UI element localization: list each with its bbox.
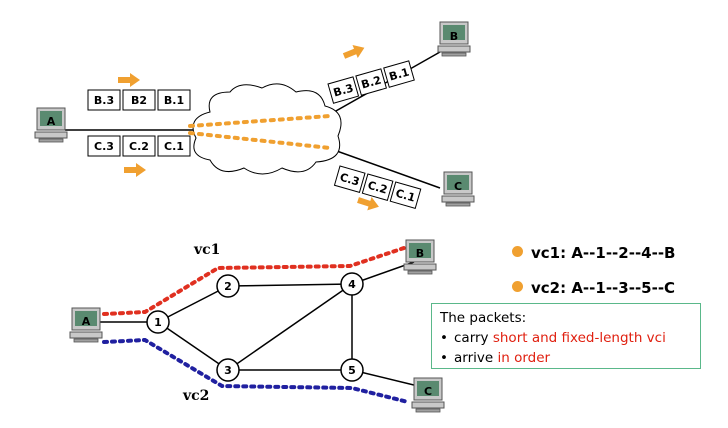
bullet-dot-icon xyxy=(512,281,523,292)
arrow-icon xyxy=(341,41,368,63)
router-2 xyxy=(216,274,240,298)
host-c-label: C xyxy=(454,180,462,193)
link-1-2 xyxy=(157,285,229,323)
info-item-highlight: short and fixed-length vci xyxy=(492,330,666,346)
packet-label: B.3 xyxy=(332,81,355,99)
host-a-label: A xyxy=(47,115,56,128)
packets-info-box: The packets: carry short and fixed-lengt… xyxy=(431,303,701,369)
legend-vc1: vc1: A--1--2--4--B xyxy=(512,244,676,262)
info-item-carry: carry short and fixed-length vci xyxy=(440,328,692,348)
packet-box xyxy=(361,173,394,202)
vc1-path xyxy=(102,246,406,316)
legend-vc1-text: vc1: A--1--2--4--B xyxy=(531,244,676,262)
arrow-icon xyxy=(118,73,140,87)
router-2-label: 2 xyxy=(224,280,232,293)
packet-box xyxy=(327,76,360,104)
router-5 xyxy=(340,358,364,382)
packet-row-b-out: B.3 B.2 B.1 xyxy=(327,60,415,104)
packet-box xyxy=(383,60,415,88)
info-item-arrive: arrive in order xyxy=(440,348,692,368)
bullet-dot-icon xyxy=(512,246,523,257)
host-a-label: A xyxy=(82,315,91,328)
packet-label: B.2 xyxy=(360,73,383,91)
vc-dotted-bottom xyxy=(188,131,332,150)
router-3-label: 3 xyxy=(224,364,232,377)
packet-row-c-out: C.3 C.2 C.1 xyxy=(333,165,422,209)
router-4-label: 4 xyxy=(348,278,356,291)
packet-box xyxy=(157,89,191,111)
router-1 xyxy=(146,310,170,334)
link-cloud-c xyxy=(319,144,441,189)
packet-box xyxy=(333,165,366,194)
packet-label: C.3 xyxy=(338,171,361,189)
packet-box xyxy=(122,135,156,157)
router-5-label: 5 xyxy=(348,364,356,377)
vc1-label: vc1 xyxy=(193,242,220,258)
router-3 xyxy=(216,358,240,382)
packet-box xyxy=(355,68,388,96)
host-b-label: B xyxy=(450,30,458,43)
packet-box xyxy=(389,181,422,209)
packet-label: B.1 xyxy=(164,94,184,107)
vc2-label: vc2 xyxy=(182,388,209,404)
packet-label: B2 xyxy=(131,94,147,107)
link-3-4 xyxy=(227,283,353,371)
packet-label: C.1 xyxy=(164,140,184,153)
info-item-highlight: in order xyxy=(497,350,551,366)
info-item-text: carry xyxy=(454,330,493,346)
packet-label: C.3 xyxy=(94,140,114,153)
router-4 xyxy=(340,272,364,296)
packet-label: C.2 xyxy=(366,179,389,197)
vc-dotted-top xyxy=(188,114,332,128)
packet-box xyxy=(87,89,121,111)
info-heading: The packets: xyxy=(440,310,527,326)
link-1-3 xyxy=(157,321,229,371)
vc2-path xyxy=(102,337,410,404)
packet-box xyxy=(157,135,191,157)
network-cloud xyxy=(192,83,342,175)
info-list: carry short and fixed-length vci arrive … xyxy=(440,328,692,368)
router-1-label: 1 xyxy=(154,316,162,329)
host-b-label: B xyxy=(416,247,424,260)
link-2-4 xyxy=(227,283,353,287)
packet-label: C.1 xyxy=(394,187,417,205)
packet-label: B.1 xyxy=(388,65,411,83)
packet-box xyxy=(122,89,156,111)
host-c-label: C xyxy=(424,385,432,398)
legend-vc2: vc2: A--1--3--5--C xyxy=(512,279,675,297)
packet-row-ac: C.3 C.2 C.1 xyxy=(87,135,191,157)
packet-row-ab: B.3 B2 B.1 xyxy=(87,89,191,111)
packet-box xyxy=(87,135,121,157)
arrow-icon xyxy=(124,163,146,177)
packet-label: B.3 xyxy=(94,94,114,107)
packet-label: C.2 xyxy=(129,140,149,153)
info-item-text: arrive xyxy=(454,350,498,366)
legend-vc2-text: vc2: A--1--3--5--C xyxy=(531,279,676,297)
